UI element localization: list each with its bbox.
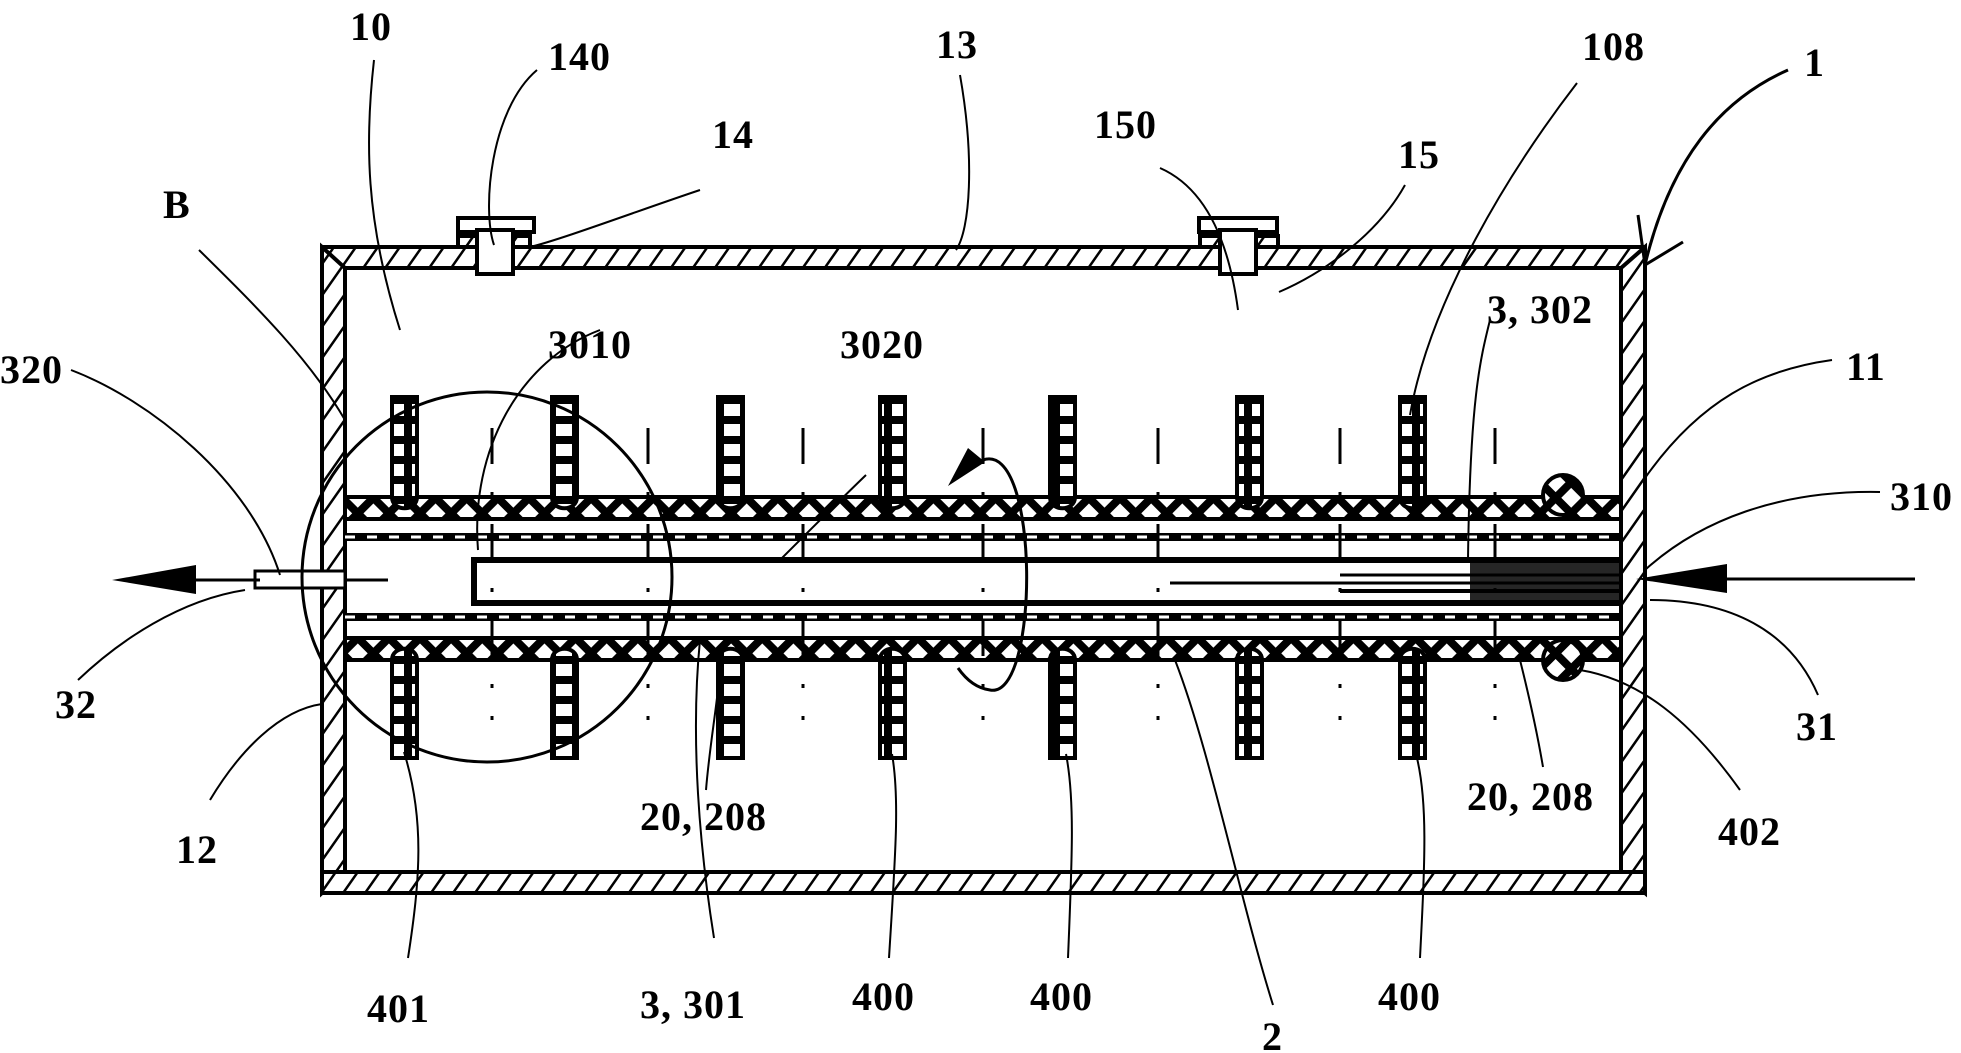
- fin-lower: [390, 646, 419, 760]
- label-400-c: 400: [1378, 974, 1441, 1019]
- label-32: 32: [55, 682, 97, 727]
- housing: [320, 234, 1647, 898]
- label-20-208-right: 20, 208: [1467, 774, 1594, 819]
- label-401: 401: [367, 986, 430, 1031]
- device-arrow-icon: [1636, 68, 1789, 268]
- label-402: 402: [1718, 809, 1781, 854]
- fin-upper: [1048, 395, 1077, 511]
- fin-upper: [550, 395, 579, 511]
- fin-lower: [716, 646, 745, 760]
- label-20-208-left: 20, 208: [640, 794, 767, 839]
- label-3-301: 3, 301: [640, 982, 746, 1027]
- label-400-b: 400: [1030, 974, 1093, 1019]
- label-1: 1: [1804, 40, 1825, 85]
- label-310: 310: [1890, 474, 1953, 519]
- label-2: 2: [1262, 1014, 1283, 1053]
- fin-upper: [716, 395, 745, 511]
- seal-ring-lower: [1541, 638, 1585, 682]
- label-13: 13: [936, 22, 978, 67]
- label-140: 140: [548, 34, 611, 79]
- label-400-a: 400: [852, 974, 915, 1019]
- label-11: 11: [1846, 344, 1886, 389]
- fin-upper: [878, 395, 907, 511]
- inlet-arrow-icon: [1636, 564, 1915, 593]
- label-150: 150: [1094, 102, 1157, 147]
- label-320: 320: [0, 347, 63, 392]
- label-12: 12: [176, 827, 218, 872]
- port-140: [456, 216, 536, 276]
- fin-upper: [390, 395, 419, 511]
- rotation-arrow-icon: [948, 448, 1029, 692]
- seal-rings: [1541, 473, 1585, 682]
- detail-circle-b: [300, 390, 674, 764]
- fin-upper: [1398, 395, 1427, 511]
- label-15: 15: [1398, 132, 1440, 177]
- top-wall: [320, 234, 1647, 270]
- label-3020: 3020: [840, 322, 924, 367]
- fin-lower: [1048, 646, 1077, 760]
- fin-upper: [1235, 395, 1264, 511]
- label-108: 108: [1582, 24, 1645, 69]
- bottom-wall: [320, 870, 1647, 895]
- fin-lower: [1398, 646, 1427, 760]
- labels: 10 140 14 13 150 15 108 1 11 B 320 3010 …: [0, 4, 1953, 1053]
- outlet-pipe: [253, 569, 388, 590]
- inner-rod: [471, 557, 1621, 606]
- fin-lower: [550, 646, 579, 760]
- right-end-wall: [1619, 242, 1647, 898]
- outlet-arrow-icon: [112, 565, 260, 594]
- seal-ring-upper: [1541, 473, 1585, 517]
- leader-lines: [70, 59, 1881, 1006]
- fin-lower: [1235, 646, 1264, 760]
- label-b: B: [163, 182, 191, 227]
- fin-lower: [878, 646, 907, 760]
- fins: [390, 395, 1427, 760]
- label-10: 10: [350, 4, 392, 49]
- label-31: 31: [1796, 704, 1838, 749]
- label-14: 14: [712, 112, 754, 157]
- label-3-302: 3, 302: [1487, 287, 1593, 332]
- label-3010: 3010: [548, 322, 632, 367]
